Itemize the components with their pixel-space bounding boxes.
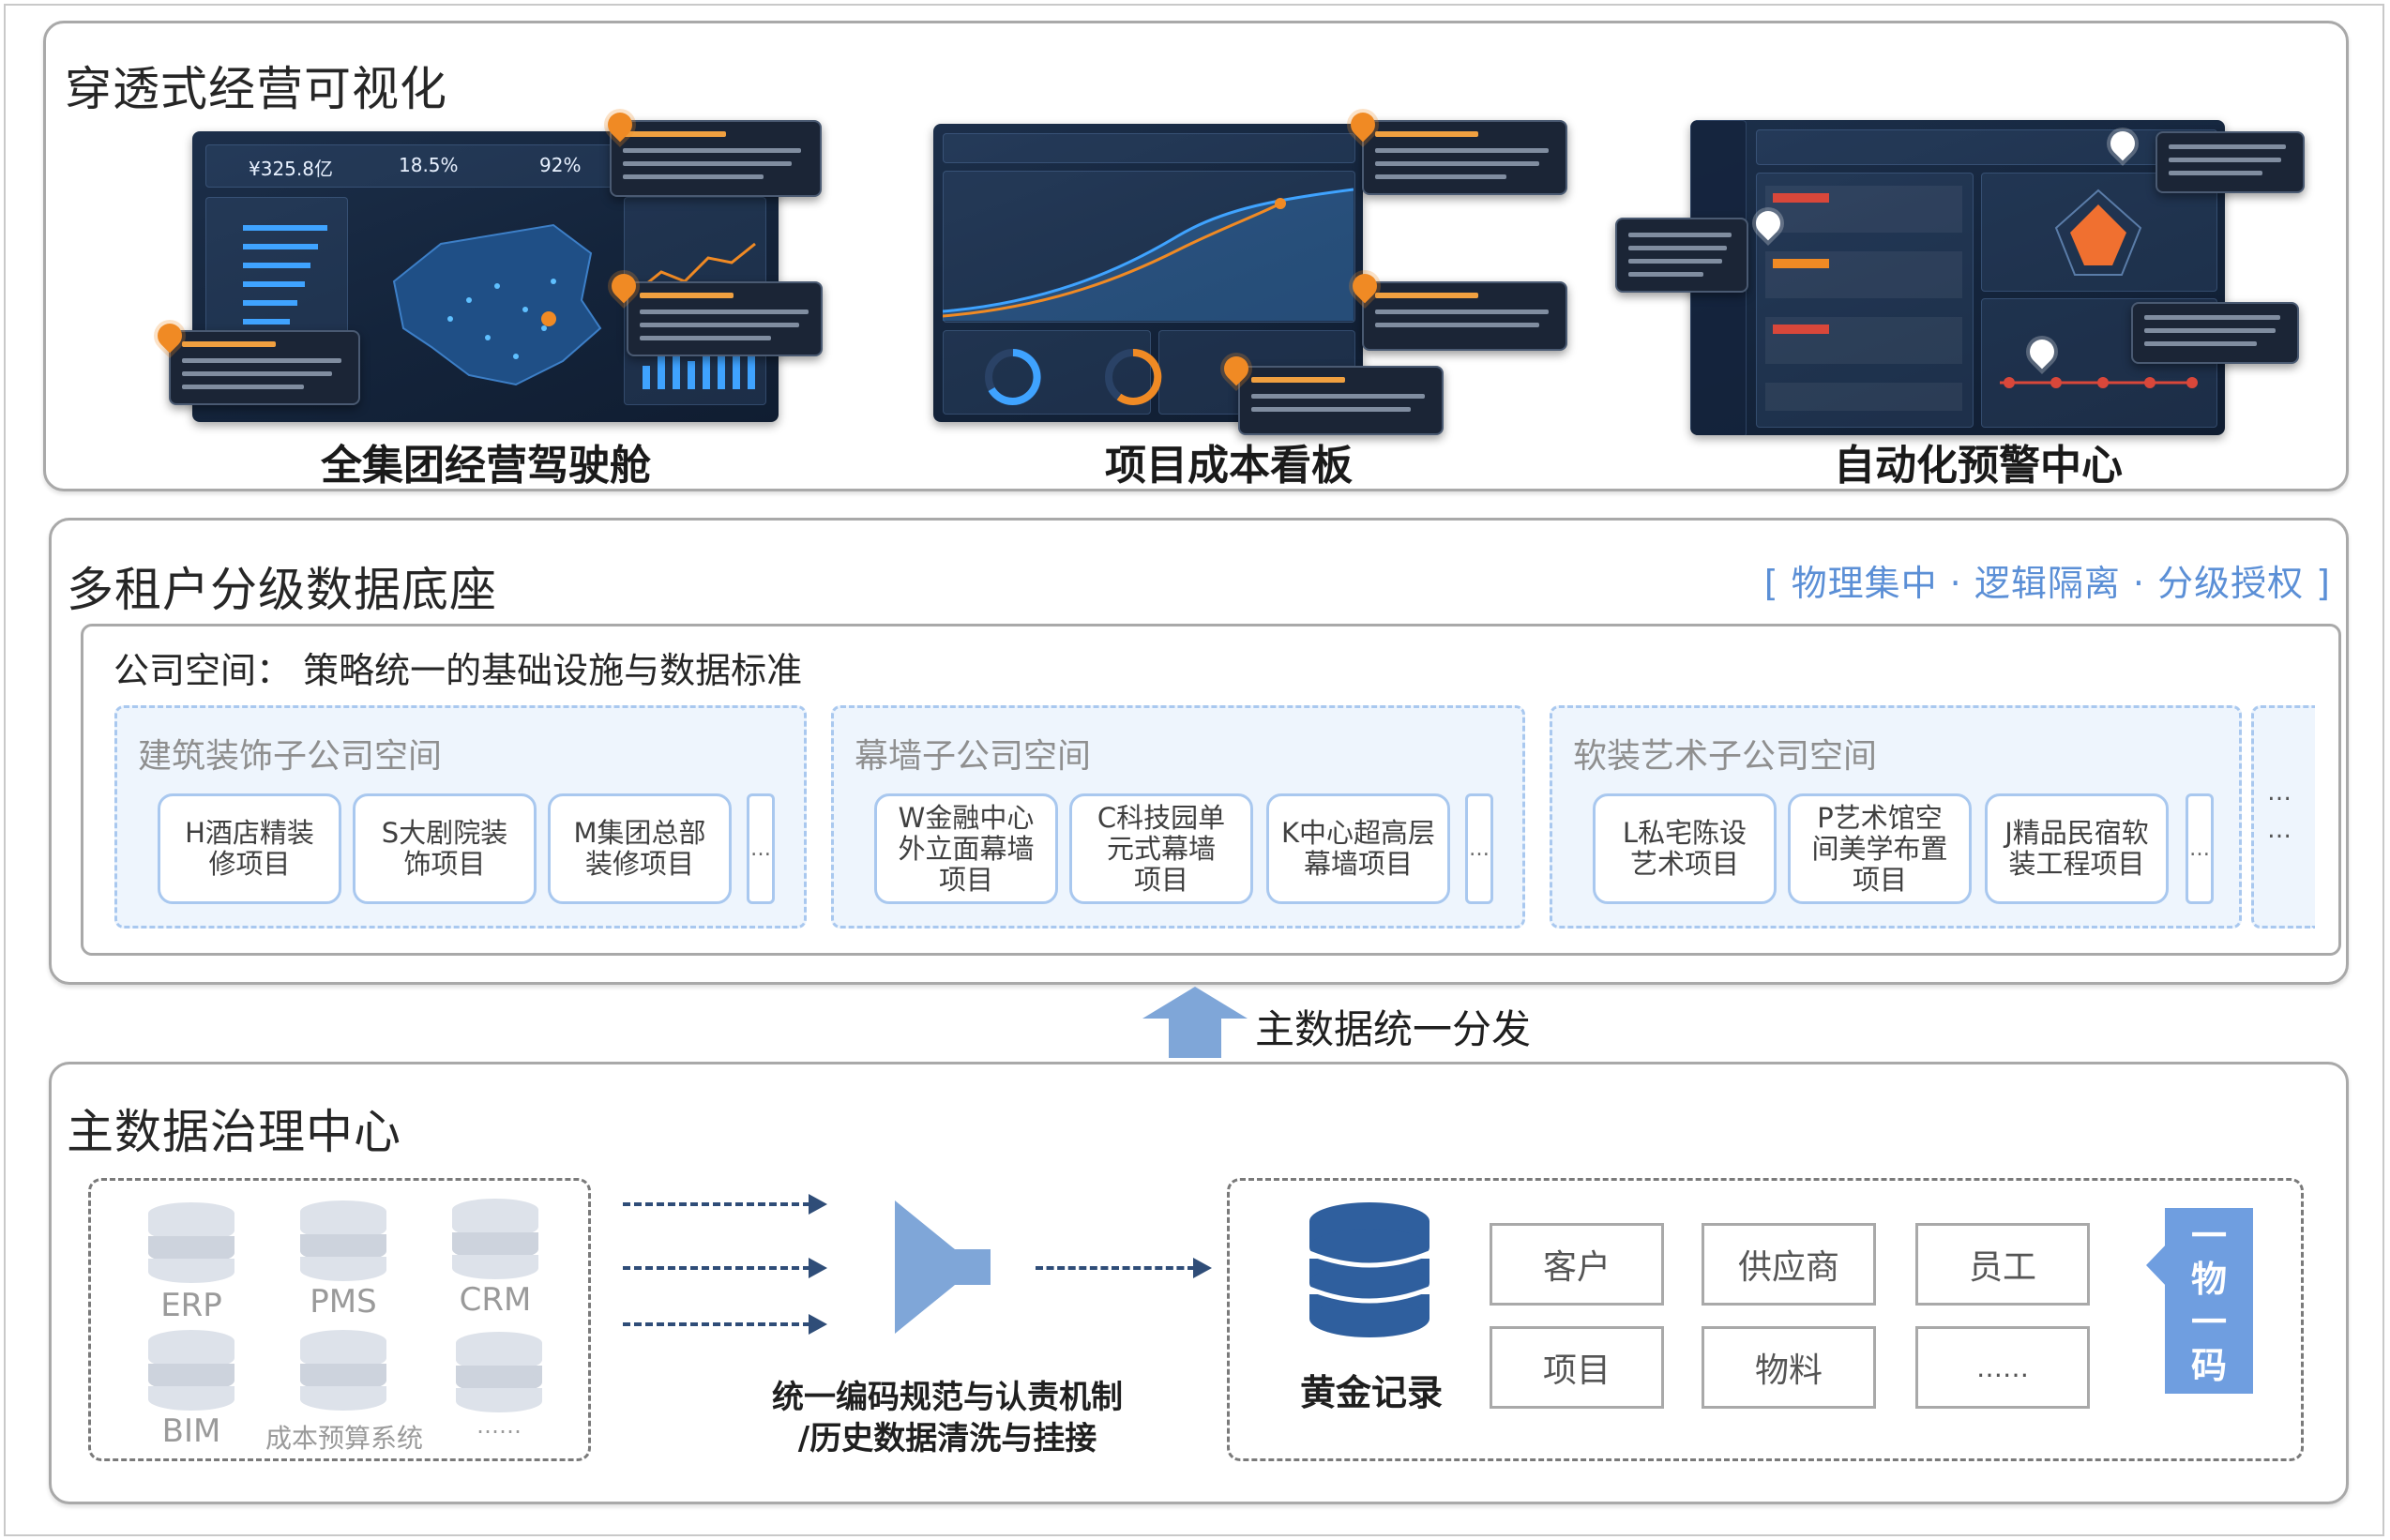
outer-frame	[4, 4, 2384, 1536]
more-dots: … …	[2267, 778, 2292, 844]
database-icon	[452, 1199, 538, 1279]
distribution-label: 主数据统一分发	[1255, 1006, 1532, 1052]
database-icon	[456, 1332, 542, 1412]
risk-radar-graphic	[2054, 189, 2142, 276]
system-label: ERP	[160, 1287, 222, 1324]
project-card[interactable]: L私宅陈设 艺术项目	[1593, 793, 1777, 904]
subsidiary-space-title: 软装艺术子公司空间	[1573, 737, 1878, 776]
callout-box	[610, 120, 822, 197]
callout-box	[627, 281, 823, 356]
company-space-label: 公司空间： 策略统一的基础设施与数据标准	[113, 650, 803, 691]
master-entity-cell[interactable]: 供应商	[1702, 1223, 1876, 1306]
callout-box	[169, 330, 360, 405]
process-chain-graphic	[2000, 377, 2198, 388]
flow-arrow-head	[809, 1258, 827, 1278]
gauge-graphic	[1105, 348, 1162, 405]
flow-arrow-head	[809, 1314, 827, 1335]
one-code-pointer	[2146, 1242, 2169, 1289]
database-icon	[148, 1202, 234, 1283]
more-subsidiary-spaces[interactable]: … …	[2251, 705, 2315, 929]
one-item-one-code-badge: 一 物 一 码	[2165, 1208, 2253, 1394]
more-projects-card[interactable]: …	[2186, 793, 2214, 904]
one-code-char: 一	[2190, 1302, 2227, 1343]
golden-record-box	[1227, 1178, 2304, 1461]
section-title: 穿透式经营可视化	[65, 62, 447, 116]
funnel-icon	[895, 1200, 991, 1334]
section-title: 多租户分级数据底座	[67, 563, 497, 617]
system-label: 成本预算系统	[265, 1423, 423, 1454]
system-label: CRM	[459, 1281, 532, 1319]
section-title: 主数据治理中心	[67, 1105, 401, 1159]
flow-arrow-head	[1193, 1258, 1212, 1278]
master-entity-cell[interactable]: ……	[1915, 1326, 2090, 1409]
dashboard-caption: 自动化预警中心	[1834, 442, 2123, 490]
project-card[interactable]: J精品民宿软 装工程项目	[1985, 793, 2169, 904]
project-card[interactable]: S大剧院装 饰项目	[353, 793, 537, 904]
project-card[interactable]: H酒店精装 修项目	[158, 793, 341, 904]
golden-record-database-icon	[1308, 1202, 1430, 1337]
process-line: /历史数据清洗与挂接	[797, 1420, 1097, 1457]
flow-arrow	[623, 1266, 810, 1270]
callout-box	[1362, 281, 1567, 351]
dashboard-caption: 项目成本看板	[1105, 442, 1353, 490]
project-card[interactable]: P艺术馆空 间美学布置 项目	[1788, 793, 1972, 904]
project-cost-board-thumbnail[interactable]	[933, 124, 1363, 422]
kpi-value: ¥325.8亿	[249, 158, 333, 180]
master-entity-cell[interactable]: 员工	[1915, 1223, 2090, 1306]
flow-arrow	[623, 1202, 810, 1206]
golden-record-label: 黄金记录	[1300, 1372, 1444, 1413]
process-line: 统一编码规范与认责机制	[772, 1379, 1123, 1416]
callout-box	[2156, 131, 2305, 193]
database-icon	[148, 1330, 234, 1411]
more-projects-card[interactable]: …	[1465, 793, 1493, 904]
dashboard-caption: 全集团经营驾驶舱	[321, 442, 651, 490]
isolation-tag: [ 物理集中 · 逻辑隔离 · 分级授权 ]	[1763, 563, 2331, 604]
project-card[interactable]: K中心超高层 幕墙项目	[1266, 793, 1450, 904]
source-systems-box	[88, 1178, 591, 1461]
project-card[interactable]: W金融中心 外立面幕墙 项目	[874, 793, 1058, 904]
database-icon	[300, 1200, 386, 1281]
one-code-char: 物	[2190, 1259, 2227, 1300]
system-label: ……	[476, 1412, 522, 1439]
one-code-char: 一	[2190, 1215, 2227, 1257]
callout-box	[1615, 218, 1748, 293]
china-map-graphic	[392, 223, 602, 386]
master-entity-cell[interactable]: 物料	[1702, 1326, 1876, 1409]
more-projects-card[interactable]: …	[747, 793, 775, 904]
kpi-value: 18.5%	[399, 154, 459, 176]
callout-box	[1238, 366, 1444, 435]
project-card[interactable]: M集团总部 装修项目	[548, 793, 732, 904]
kpi-value: 92%	[539, 154, 582, 176]
system-label: PMS	[310, 1283, 377, 1321]
callout-box	[2131, 302, 2299, 364]
project-card[interactable]: C科技园单 元式幕墙 项目	[1069, 793, 1253, 904]
system-label: BIM	[161, 1412, 221, 1450]
master-entity-cell[interactable]: 项目	[1490, 1326, 1664, 1409]
master-entity-cell[interactable]: 客户	[1490, 1223, 1664, 1306]
alert-center-thumbnail[interactable]	[1690, 120, 2225, 435]
one-code-char: 码	[2190, 1345, 2227, 1386]
subsidiary-space-title: 幕墙子公司空间	[855, 737, 1092, 776]
s-curve-graphic	[943, 188, 1354, 321]
process-description: 统一编码规范与认责机制 /历史数据清洗与挂接	[741, 1377, 1154, 1459]
flow-arrow	[1036, 1266, 1195, 1270]
alert-list-graphic	[1765, 186, 1962, 411]
flow-arrow	[623, 1322, 810, 1326]
callout-box	[1362, 120, 1567, 195]
gauge-graphic	[985, 349, 1041, 405]
database-icon	[300, 1330, 386, 1411]
subsidiary-space-title: 建筑装饰子公司空间	[138, 737, 443, 776]
flow-arrow-head	[809, 1194, 827, 1215]
distribution-up-arrow-icon	[1142, 987, 1248, 1058]
trend-chart-graphic	[637, 242, 756, 389]
